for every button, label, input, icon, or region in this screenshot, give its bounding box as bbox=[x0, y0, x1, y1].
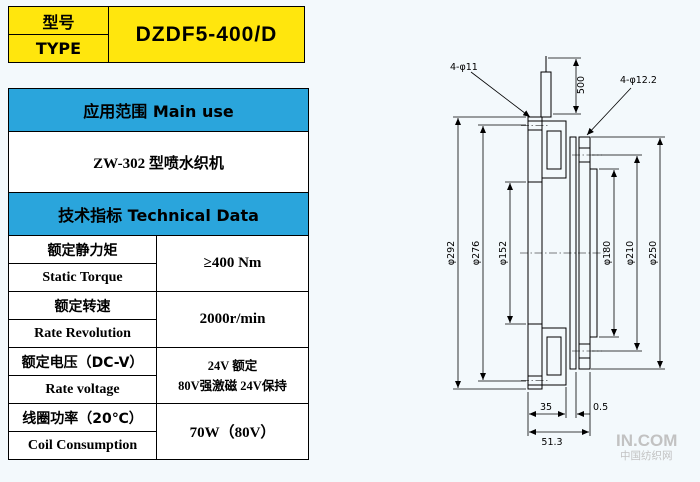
centerlines bbox=[520, 125, 606, 381]
spec-torque-value: ≥400 Nm bbox=[155, 235, 310, 292]
spec-power-value: 70W（80V） bbox=[155, 403, 310, 460]
dim-label-lead-500: 500 bbox=[576, 76, 587, 94]
dim-label-holes-4xphi12-2: 4-φ12.2 bbox=[620, 75, 657, 86]
model-label-cn: 型号 bbox=[8, 6, 109, 35]
spec-voltage-label-en: Rate voltage bbox=[8, 375, 157, 404]
model-value: DZDF5-400/D bbox=[108, 6, 305, 63]
spec-voltage-value-line2: 80V强激磁 24V保持 bbox=[178, 378, 287, 393]
spec-voltage-value-line1: 24V 额定 bbox=[207, 358, 258, 373]
flange-hole-top bbox=[578, 147, 591, 163]
main-use-header: 应用范围 Main use bbox=[7, 88, 310, 132]
spec-power-label-en: Coil Consumption bbox=[8, 431, 157, 460]
flange-hole-bottom bbox=[578, 343, 591, 359]
dim-label-phi276: φ276 bbox=[471, 241, 482, 265]
spec-torque-label-cn: 额定静力矩 bbox=[8, 235, 157, 264]
coil-section-top bbox=[546, 130, 562, 170]
watermark-subtext: 中国纺织网 bbox=[620, 449, 673, 462]
model-table: 型号 DZDF5-400/D TYPE bbox=[8, 6, 305, 63]
engineering-drawing: 4-φ11 4-φ12.2 500 φ292 φ276 φ152 φ180 φ2… bbox=[446, 56, 677, 462]
dim-label-35: 35 bbox=[540, 402, 552, 413]
dim-label-holes-4xphi11: 4-φ11 bbox=[450, 62, 478, 73]
hub-section bbox=[589, 168, 598, 338]
dim-label-0-5: 0.5 bbox=[593, 402, 608, 413]
lead-wire bbox=[540, 56, 552, 118]
model-label-en: TYPE bbox=[8, 34, 109, 63]
technical-data-header: 技术指标 Technical Data bbox=[7, 192, 310, 236]
mounting-flange-section bbox=[578, 136, 598, 370]
watermark-text: IN.COM bbox=[616, 431, 677, 450]
main-use-value: ZW-302 型喷水织机 bbox=[7, 131, 310, 193]
spec-torque-label-en: Static Torque bbox=[8, 263, 157, 292]
stator-body-section bbox=[527, 116, 567, 390]
dim-label-phi292: φ292 bbox=[446, 241, 457, 265]
dim-label-phi210: φ210 bbox=[625, 241, 636, 265]
dimension-lines bbox=[453, 57, 665, 436]
spec-voltage-value: 24V 额定 80V强激磁 24V保持 bbox=[155, 347, 310, 404]
spec-speed-value: 2000r/min bbox=[155, 291, 310, 348]
spec-table: 应用范围 Main use ZW-302 型喷水织机 技术指标 Technica… bbox=[7, 88, 310, 460]
spec-power-label-cn: 线圈功率（20℃） bbox=[8, 403, 157, 432]
spec-speed-label-cn: 额定转速 bbox=[8, 291, 157, 320]
dim-label-51-3: 51.3 bbox=[541, 437, 562, 448]
spec-speed-label-en: Rate Revolution bbox=[8, 319, 157, 348]
coil-section-bottom bbox=[546, 336, 562, 376]
dim-label-phi250: φ250 bbox=[648, 241, 659, 265]
dim-label-phi180: φ180 bbox=[602, 241, 613, 265]
armature-disc-section bbox=[569, 136, 577, 370]
dim-label-phi152: φ152 bbox=[498, 241, 509, 265]
spec-voltage-label-cn: 额定电压（DC-V） bbox=[8, 347, 157, 376]
